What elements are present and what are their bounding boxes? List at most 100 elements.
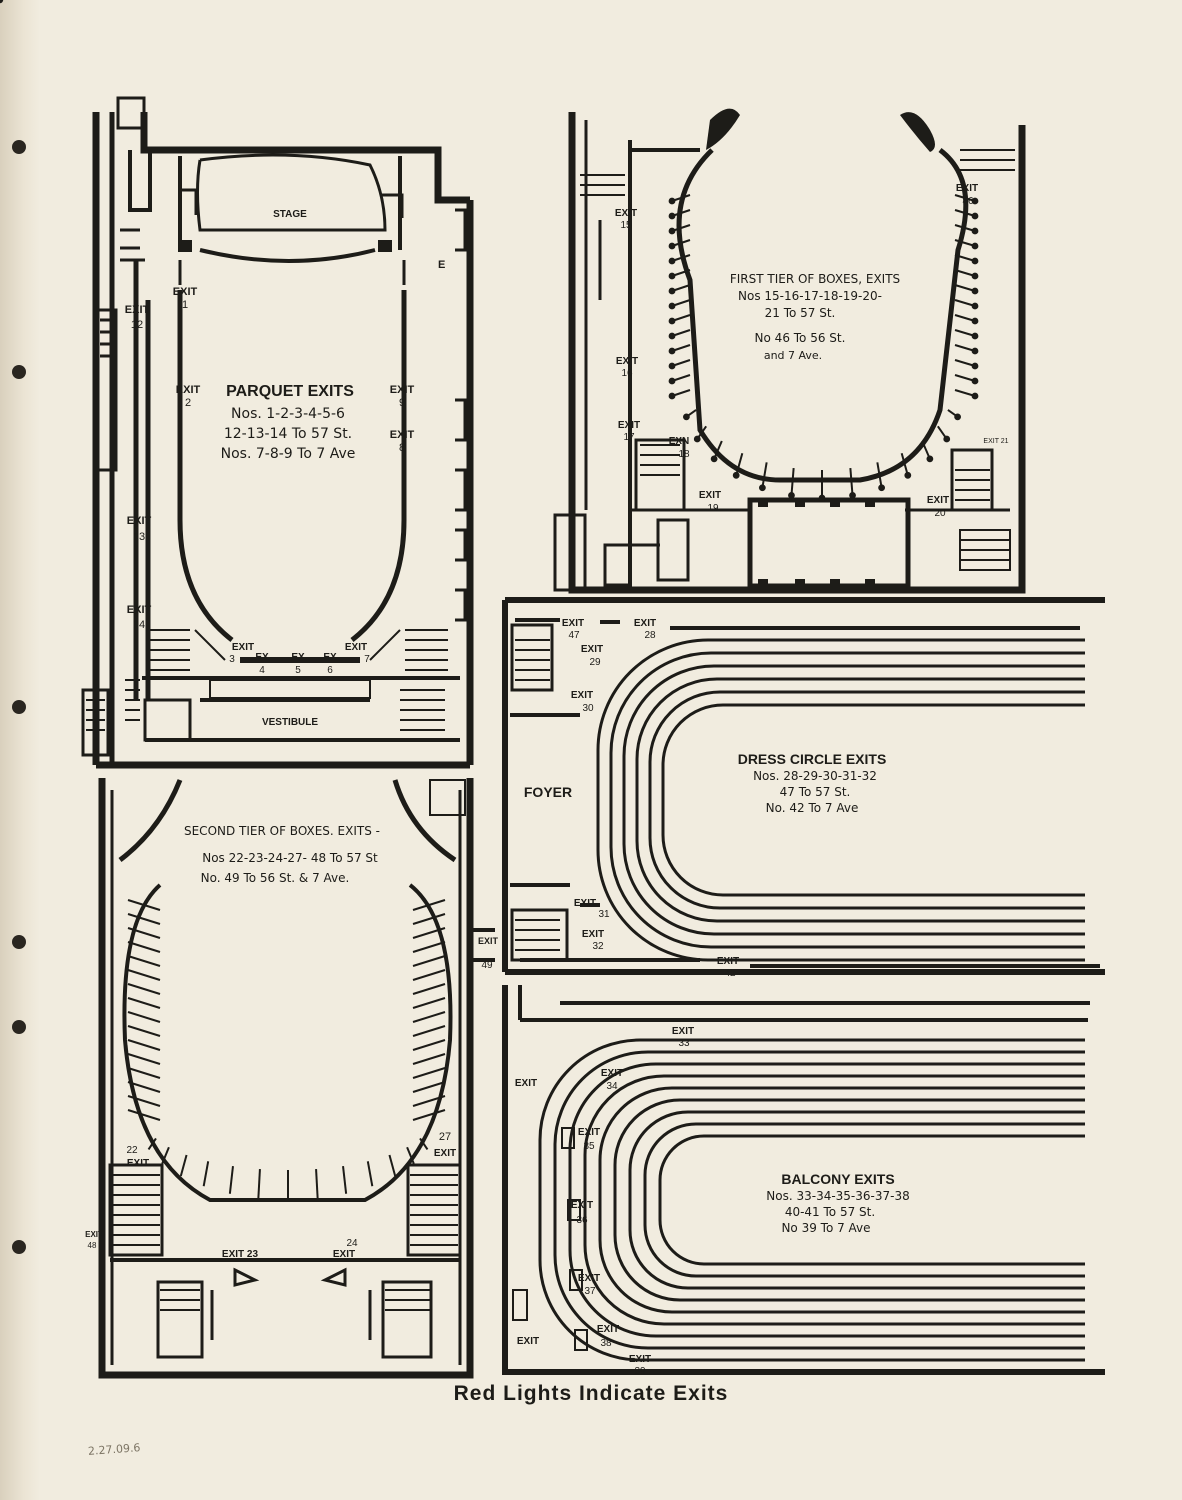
exit-number-18: 18 [678, 449, 690, 460]
exit-number-38: 38 [600, 1338, 612, 1349]
first-tier-line: and 7 Ave. [764, 349, 822, 362]
box-marker [971, 242, 979, 250]
seat-row [628, 1110, 1085, 1290]
exit-number-37: 37 [584, 1286, 596, 1297]
box-marker [668, 302, 676, 310]
box-marker [971, 332, 979, 340]
exit-number-27: 27 [439, 1131, 451, 1143]
dress-circle-labels: FOYER DRESS CIRCLE EXITS Nos. 28-29-30-3… [524, 618, 886, 979]
box-divider [412, 941, 446, 953]
first-tier-plan [0, 0, 1026, 594]
box-marker [971, 377, 979, 385]
box-divider [412, 927, 446, 939]
seat-row [596, 638, 1085, 962]
exit-number-14: 14 [133, 619, 145, 631]
box-divider [127, 1025, 161, 1037]
box-divider [127, 913, 161, 925]
seat-row [643, 1122, 1085, 1278]
box-marker [971, 347, 979, 355]
dress-circle-line: No. 42 To 7 Ave [766, 801, 859, 815]
seat-row [609, 651, 1085, 949]
exit-label: EXIT [629, 1354, 651, 1365]
exit-label: EXIT [578, 1127, 600, 1138]
box-divider [790, 467, 795, 496]
box-divider [954, 329, 976, 337]
box-divider [127, 955, 161, 967]
box-marker [668, 377, 676, 385]
exit-number-15: 15 [620, 220, 632, 231]
box-divider [315, 1168, 319, 1199]
exit-label: EXIT [127, 1158, 149, 1169]
box-marker [971, 227, 979, 235]
exit-label: EXIT [581, 644, 603, 655]
box-divider [127, 983, 161, 995]
box-marker [0, 0, 4, 4]
exit-label: EXIT [345, 642, 367, 653]
box-divider [412, 1067, 446, 1079]
box-divider [412, 983, 446, 995]
exit-label: EXIT [390, 384, 415, 396]
seat-row [658, 1134, 1085, 1266]
box-divider [954, 374, 976, 382]
exit-number-16: 16 [621, 368, 633, 379]
box-divider [412, 1039, 446, 1051]
balcony-labels: BALCONY EXITS Nos. 33-34-35-36-37-38 40-… [515, 1026, 910, 1377]
exn-label: EXN [669, 436, 690, 447]
box-marker [971, 392, 979, 400]
box-divider [147, 1137, 157, 1151]
exit-number-28: 28 [644, 630, 656, 641]
seat-row [635, 677, 1085, 923]
exit-number-23: EXIT 23 [222, 1249, 259, 1260]
binding-hole [12, 1240, 26, 1254]
second-tier-line: Nos 22-23-24-27- 48 To 57 St [202, 851, 378, 865]
box-marker [668, 212, 676, 220]
exit-number-36: 36 [576, 1215, 588, 1226]
exit-number-34: 34 [606, 1081, 618, 1092]
exit-label: EXIT [615, 208, 637, 219]
box-divider [127, 1039, 161, 1051]
box-divider [849, 467, 854, 496]
box-marker [971, 257, 979, 265]
balcony-title: BALCONY EXITS [781, 1171, 894, 1187]
seat-row [613, 1098, 1085, 1302]
box-marker [668, 242, 676, 250]
box-divider [127, 1081, 161, 1093]
box-marker [668, 317, 676, 325]
balcony-line: No 39 To 7 Ave [781, 1221, 870, 1235]
box-partitions [122, 883, 453, 1202]
dress-circle-line: Nos. 28-29-30-31-32 [753, 769, 877, 783]
exit-number-2: 2 [185, 397, 191, 409]
binding-hole [12, 365, 26, 379]
first-tier-line: No 46 To 56 St. [755, 331, 846, 345]
exit-number-33: 33 [678, 1038, 690, 1049]
box-divider [735, 452, 744, 476]
exit-label: EXIT [232, 642, 254, 653]
exit-number-22: 22 [126, 1145, 138, 1156]
box-marker [668, 347, 676, 355]
seat-row [583, 1074, 1085, 1326]
ex-label: EX [291, 652, 305, 663]
box-marker [682, 413, 690, 421]
exit-number-13: 13 [133, 531, 145, 543]
box-marker [904, 471, 912, 479]
exit-number-5: 5 [295, 665, 301, 676]
exit-label: EXIT [578, 1273, 600, 1284]
balcony-line: 40-41 To 57 St. [785, 1205, 875, 1219]
binding-edge [0, 0, 40, 1500]
box-divider [954, 239, 976, 247]
exit-number-9: 9 [399, 397, 405, 409]
box-divider [412, 955, 446, 967]
exit-number-19: 19 [707, 503, 719, 514]
parquet-plan [81, 96, 474, 769]
exit-number-3: 3 [229, 654, 235, 665]
box-divider [954, 209, 976, 217]
vestibule-label: VESTIBULE [262, 717, 318, 728]
box-divider [412, 1053, 446, 1065]
exit-label: EXIT [127, 604, 152, 616]
exit-label: EXIT [601, 1068, 623, 1079]
box-marker [668, 227, 676, 235]
box-divider [954, 314, 976, 322]
box-marker [668, 392, 676, 400]
second-tier-labels: SECOND TIER OF BOXES. EXITS - Nos 22-23-… [85, 824, 498, 1260]
